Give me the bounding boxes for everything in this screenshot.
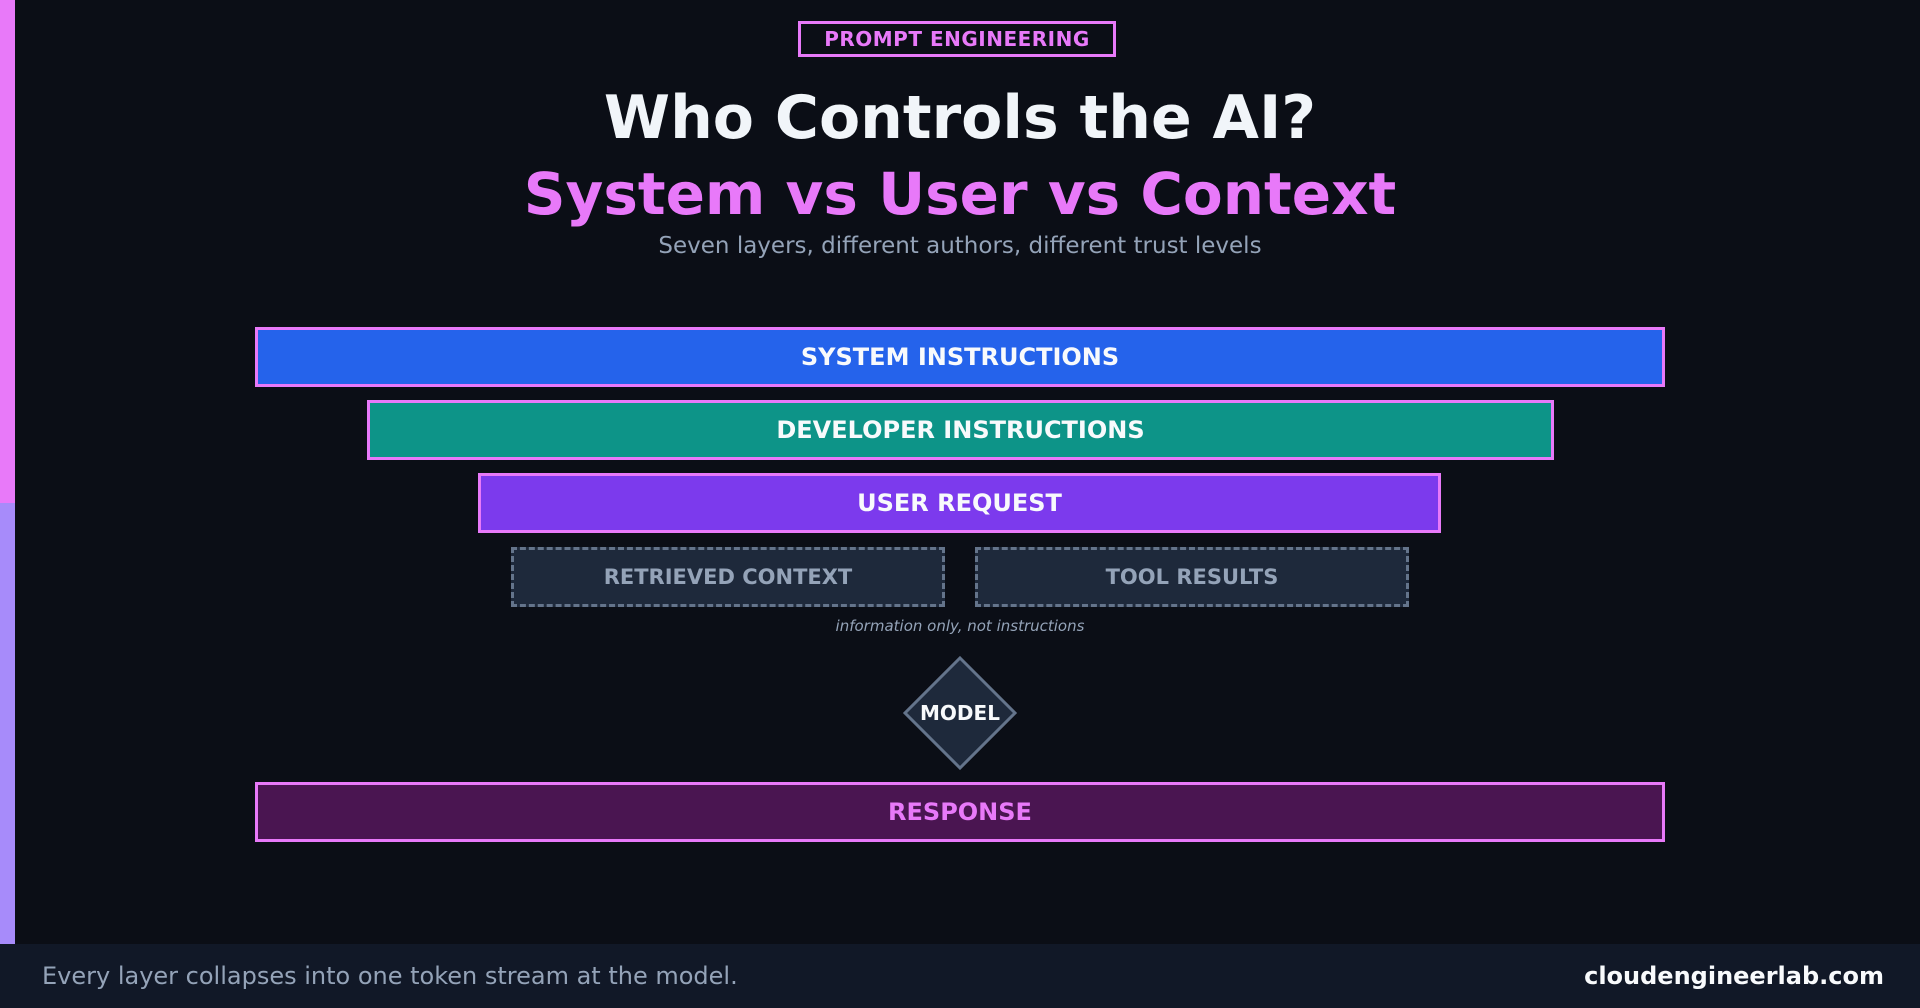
accent-bar-bottom bbox=[0, 503, 15, 944]
layer-response: RESPONSE bbox=[255, 782, 1665, 842]
page-tagline: Seven layers, different authors, differe… bbox=[658, 233, 1262, 259]
model-label: MODEL bbox=[920, 701, 1000, 725]
page-subtitle: System vs User vs Context bbox=[523, 160, 1397, 228]
footer: Every layer collapses into one token str… bbox=[0, 944, 1920, 1008]
page-title: Who Controls the AI? bbox=[603, 83, 1317, 153]
model-diamond-shape bbox=[903, 656, 1017, 770]
accent-bar-top bbox=[0, 0, 15, 503]
layer-tool-results: TOOL RESULTS bbox=[975, 547, 1409, 607]
footer-note: Every layer collapses into one token str… bbox=[42, 962, 738, 990]
category-badge: PROMPT ENGINEERING bbox=[798, 21, 1116, 57]
layer-retrieved-context: RETRIEVED CONTEXT bbox=[511, 547, 945, 607]
footer-brand: cloudengineerlab.com bbox=[1584, 962, 1884, 990]
layer-user-request: USER REQUEST bbox=[478, 473, 1441, 533]
context-note: information only, not instructions bbox=[835, 617, 1085, 635]
layer-developer-instructions: DEVELOPER INSTRUCTIONS bbox=[367, 400, 1554, 460]
layer-system-instructions: SYSTEM INSTRUCTIONS bbox=[255, 327, 1665, 387]
